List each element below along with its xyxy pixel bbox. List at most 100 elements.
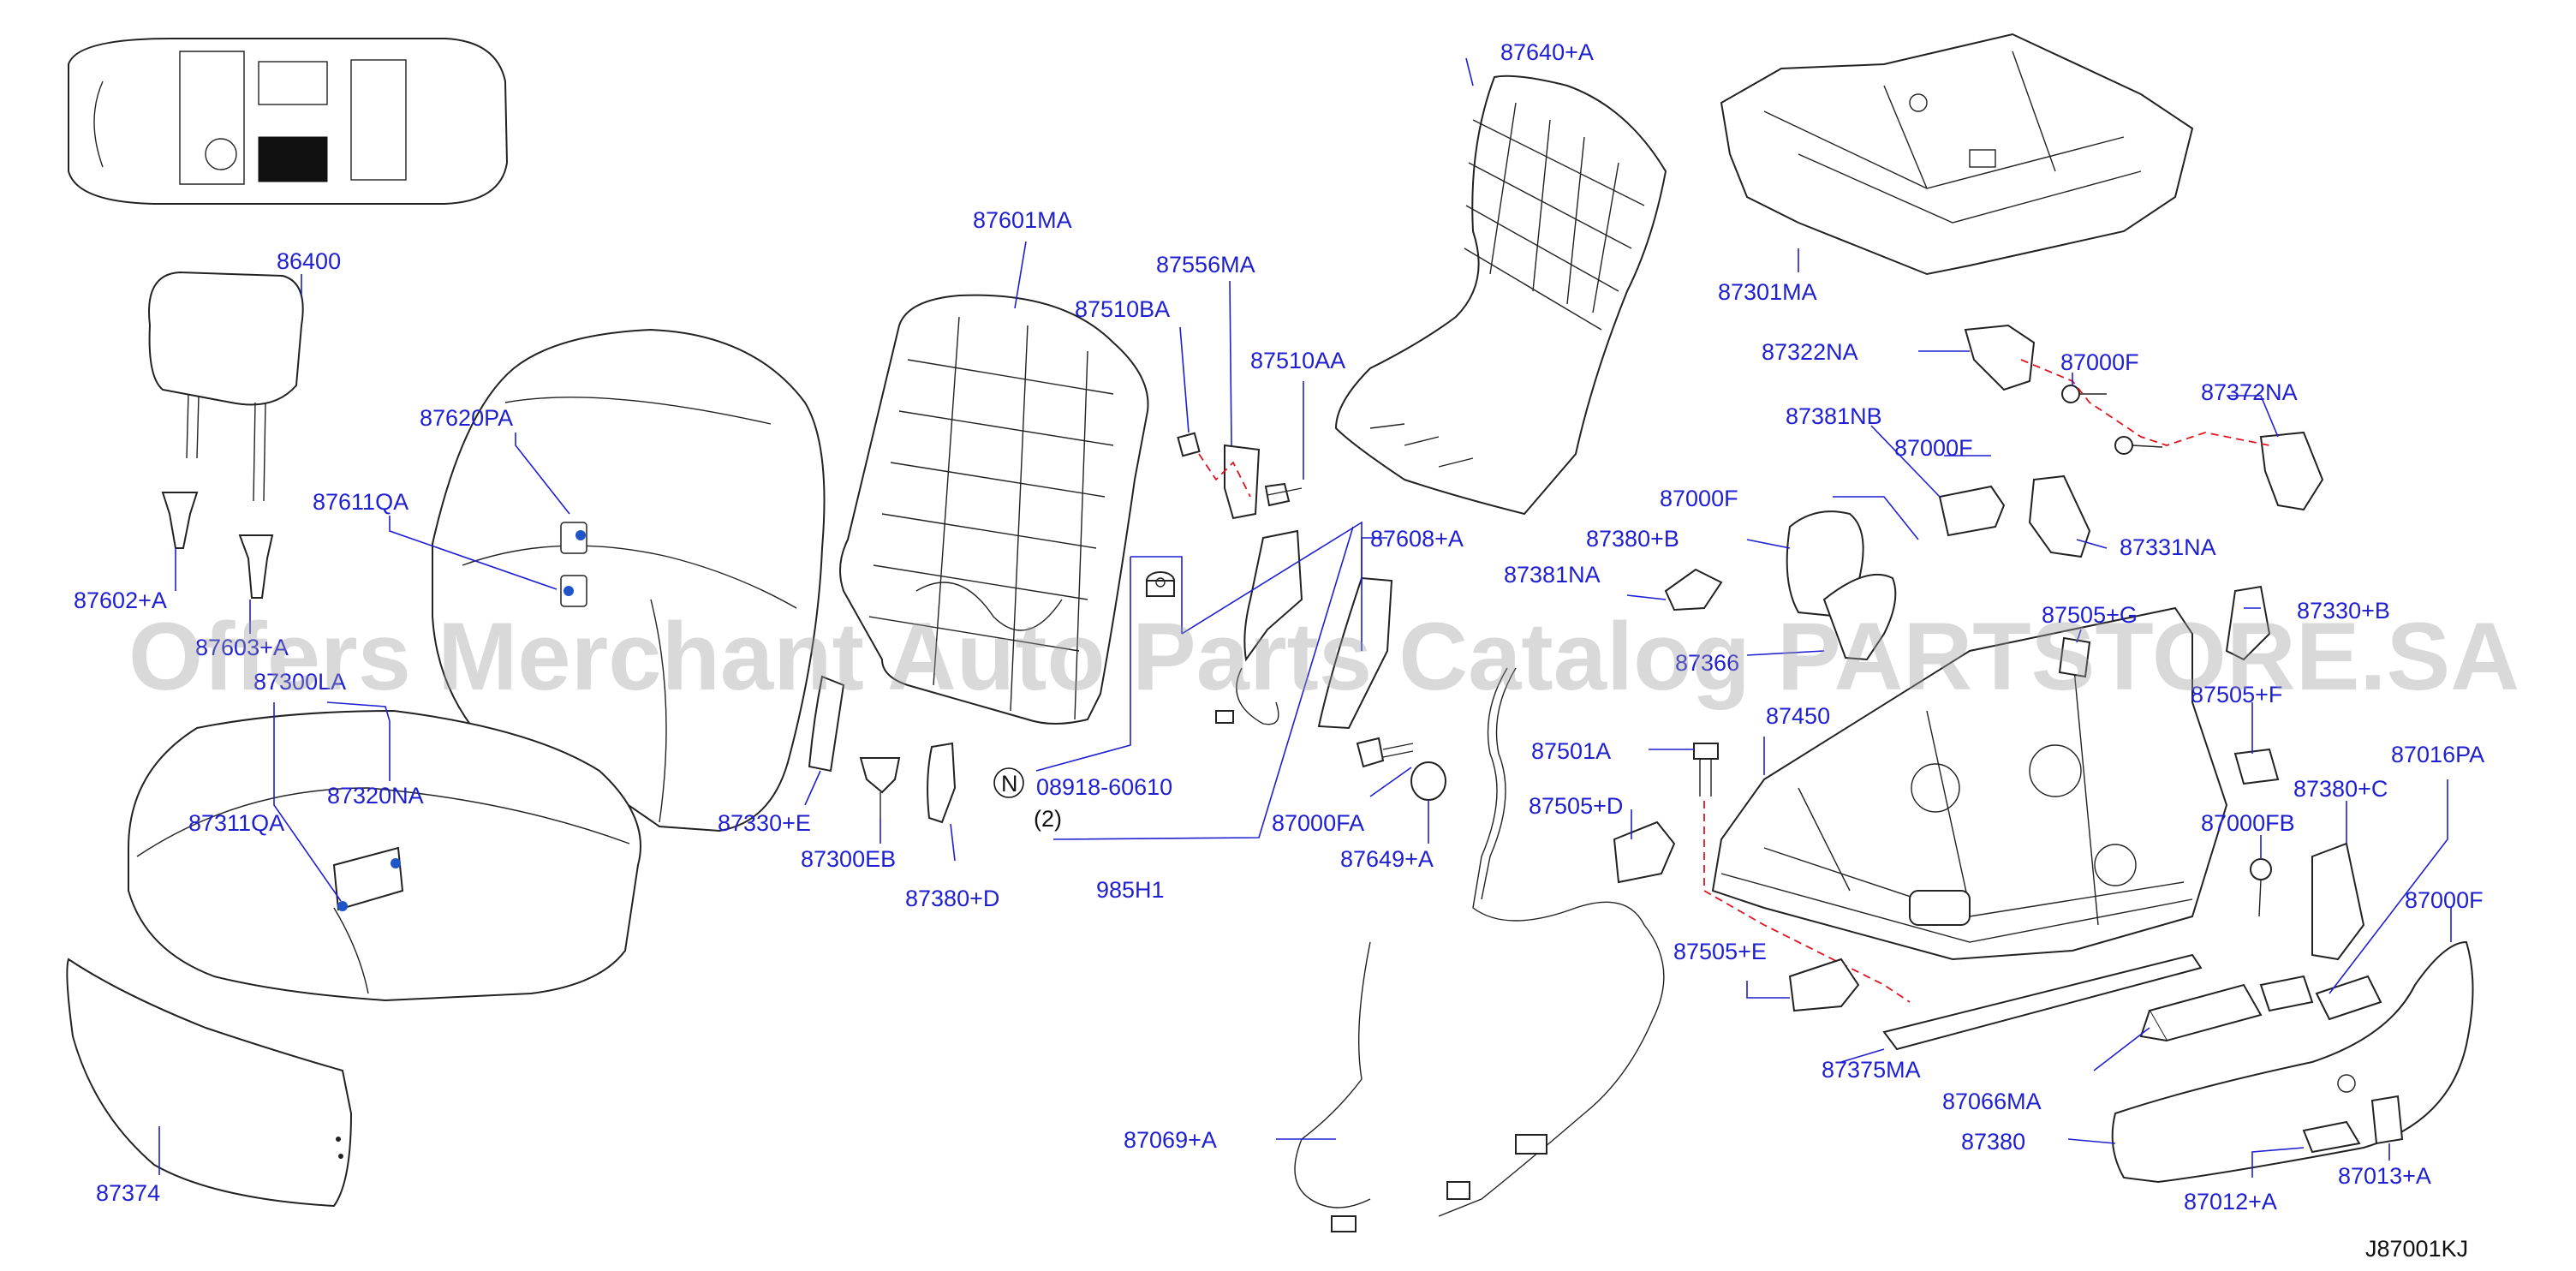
label-87311qa: 87311QA [188, 810, 284, 836]
side-trim-87608a [1317, 576, 1393, 730]
knob-87012a [2302, 1120, 2361, 1154]
label-87380d: 87380+D [905, 886, 999, 911]
label-87620pa: 87620PA [420, 405, 513, 431]
label-87381nb: 87381NB [1786, 403, 1882, 429]
label-87013a: 87013+A [2338, 1163, 2431, 1189]
frame-bracket-parts [1177, 432, 1303, 520]
label-87000f-d: 87000F [2405, 887, 2484, 913]
clip-dot [564, 586, 574, 596]
lever-87366 [1822, 573, 1897, 661]
bolt-87501a [1693, 743, 1911, 1003]
label-87505d: 87505+D [1529, 793, 1623, 819]
side-cover-e [808, 675, 845, 773]
side-cover-b [2225, 585, 2271, 661]
label-87069a: 87069+A [1124, 1127, 1217, 1153]
label-87380c: 87380+C [2293, 776, 2388, 802]
clip-dot [391, 858, 401, 868]
label-87322na: 87322NA [1762, 339, 1858, 365]
label-87374: 87374 [96, 1180, 160, 1206]
label-86400: 86400 [277, 248, 341, 274]
label-87330b: 87330+B [2297, 598, 2390, 624]
seatback-trim [432, 328, 826, 832]
label-87450: 87450 [1766, 703, 1830, 729]
vehicle-location-inset [68, 38, 509, 205]
cover-87381nb [1938, 485, 2006, 537]
label-87330e: 87330+E [718, 810, 811, 836]
label-87505g: 87505+G [2042, 602, 2138, 628]
cover-87505f [2233, 748, 2280, 785]
headrest [148, 271, 304, 502]
label-87372na: 87372NA [2201, 379, 2298, 405]
screw-87000fa [1356, 737, 1414, 768]
nut-part [1146, 571, 1175, 597]
leader-lines [158, 57, 2452, 1178]
label-87510aa: 87510AA [1250, 348, 1345, 373]
bolts-87000f [2020, 359, 2270, 455]
label-87649a: 87649+A [1340, 846, 1434, 872]
wire-harness [1294, 667, 1665, 1232]
label-87012a: 87012+A [2184, 1189, 2277, 1214]
label-87501a: 87501A [1531, 738, 1611, 764]
label-87000fb: 87000FB [2201, 810, 2295, 836]
lower-frame-87301ma [1720, 33, 2194, 276]
seatback-frame [839, 294, 1149, 725]
seat-highlight [258, 136, 328, 182]
bracket-87322na [1964, 324, 2036, 391]
sensor-985h1 [1215, 529, 1303, 725]
cover-87505g [2058, 636, 2091, 678]
clip-dot [575, 530, 586, 540]
label-87000f-b: 87000F [1894, 435, 1973, 461]
cap-87649a [1410, 761, 1446, 801]
seat-cushion [128, 709, 641, 1002]
n-mark-letter: N [1001, 771, 1018, 797]
label-985h1: 985H1 [1096, 877, 1165, 903]
label-87608a: 87608+A [1370, 526, 1464, 552]
label-87611qa: 87611QA [313, 489, 408, 515]
watermark: Offers Merchant Auto Parts Catalog PARTS… [128, 603, 2519, 710]
n-mark [993, 767, 1024, 798]
label-87066ma: 87066MA [1942, 1089, 2042, 1114]
knob-87013a [2370, 1095, 2404, 1145]
diagram-code: J87001KJ [2365, 1236, 2468, 1262]
label-87381na: 87381NA [1504, 562, 1601, 588]
label-87375ma: 87375MA [1822, 1057, 1921, 1083]
headrest-guides [161, 492, 274, 599]
switch-87066ma [2139, 983, 2263, 1042]
label-87301ma: 87301MA [1718, 279, 1817, 305]
label-87603a: 87603+A [195, 635, 289, 660]
bracket-87372na [2259, 431, 2324, 511]
label-87366: 87366 [1675, 650, 1739, 676]
label-87640a: 87640+A [1500, 39, 1594, 65]
rail-trim-87375ma [1882, 953, 2203, 1051]
label-87300eb: 87300EB [801, 846, 896, 872]
cover-87380c [2311, 842, 2365, 961]
label-87505e: 87505+E [1673, 939, 1767, 964]
cover-87505e [1788, 958, 1860, 1012]
label-87000f-a: 87000F [2060, 349, 2139, 375]
back-panel [1334, 75, 1667, 516]
cover-87380d [927, 742, 957, 824]
cover-87331na [2028, 474, 2091, 558]
label-87601ma: 87601MA [973, 207, 1072, 233]
cover-87381na [1664, 568, 1723, 612]
label-87556ma: 87556MA [1156, 252, 1255, 277]
label-87380b: 87380+B [1586, 526, 1679, 552]
label-87000fa: 87000FA [1272, 810, 1364, 836]
label-87000f-c: 87000F [1660, 486, 1738, 511]
clip-dot [337, 901, 348, 911]
screw-87000fb [2250, 858, 2272, 917]
label-87380: 87380 [1961, 1129, 2025, 1155]
label-87300la: 87300LA [253, 669, 346, 695]
label-87510ba: 87510BA [1075, 296, 1170, 322]
label-87016pa: 87016PA [2391, 742, 2484, 767]
label-87602a: 87602+A [74, 588, 167, 613]
cushion-front-trim [66, 958, 353, 1208]
label-08918-qty: (2) [1034, 806, 1062, 832]
part-labels: 86400 87602+A 87603+A 87620PA 87611QA 87… [74, 39, 2484, 1262]
seat-adjuster [1711, 606, 2228, 961]
cover-87505d [1613, 820, 1676, 884]
knob-87016pa [2259, 975, 2314, 1012]
label-87505f: 87505+F [2191, 682, 2282, 707]
label-87331na: 87331NA [2120, 534, 2216, 560]
